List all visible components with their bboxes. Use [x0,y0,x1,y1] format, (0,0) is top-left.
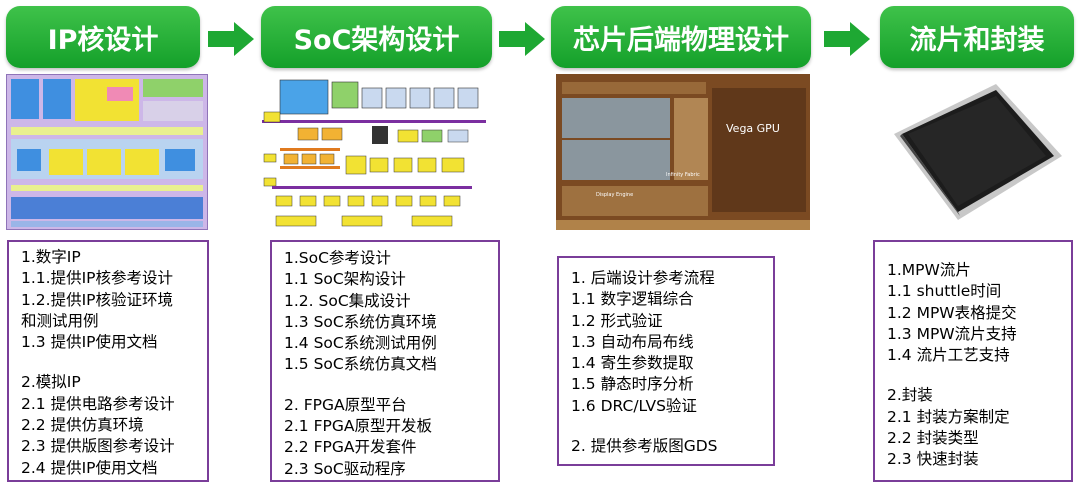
backend-design-details-box: 1. 后端设计参考流程 1.1 数字逻辑综合 1.2 形式验证 1.3 自动布局… [557,256,775,466]
list-item: 1.2 MPW表格提交 [887,303,1017,322]
tapeout-details-box: 1.MPW流片 1.1 shuttle时间 1.2 MPW表格提交 1.3 MP… [873,240,1073,482]
list-item: 1.5 SoC系统仿真文档 [284,355,437,374]
list-item: 2. 提供参考版图GDS [571,437,718,456]
list-item: 2.2 提供仿真环境 [21,416,144,435]
list-item: 1.2. SoC集成设计 [284,291,411,310]
list-item: 1.3 MPW流片支持 [887,324,1017,343]
list-item: 2.1 提供电路参考设计 [21,394,175,413]
list-item: 1.1 shuttle时间 [887,282,1002,301]
list-item: 2.1 FPGA原型开发板 [284,417,432,436]
die-shot-image: Vega GPU Display Engine Infinity Fabric [556,74,810,230]
list-item: 1.2 形式验证 [571,311,663,330]
list-item: 2.3 SoC驱动程序 [284,459,406,478]
stage-tapeout-packaging: 流片和封装 [880,6,1074,68]
list-item: 1.6 DRC/LVS验证 [571,396,697,415]
stage-title: 芯片后端物理设计 [573,24,789,56]
list-item: 2.4 提供IP使用文档 [21,458,158,477]
qfp-chip-image [874,74,1074,230]
soc-architecture-image [262,74,486,230]
ip-design-details-box: 1.数字IP 1.1.提供IP核参考设计 1.2.提供IP核验证环境 和测试用例… [7,240,209,482]
list-item: 1.3 SoC系统仿真环境 [284,312,437,331]
stage-soc-architecture: SoC架构设计 [261,6,492,68]
list-item: 2.2 FPGA开发套件 [284,438,417,457]
stage-title: 流片和封装 [909,24,1045,56]
stage-backend-physical: 芯片后端物理设计 [551,6,811,68]
list-item: 2.3 快速封装 [887,450,979,469]
list-item: 1.2.提供IP核验证环境 [21,290,173,309]
stage-title: SoC架构设计 [293,24,460,56]
list-item: 和测试用例 [21,311,99,330]
list-item: 1.4 SoC系统测试用例 [284,334,437,353]
die-label-fabric: Infinity Fabric [666,172,700,178]
soc-design-details-box: 1.SoC参考设计 1.1 SoC架构设计 1.2. SoC集成设计 1.3 S… [270,240,500,482]
list-item: 1.3 自动布局布线 [571,332,694,351]
list-item: 1.3 提供IP使用文档 [21,333,158,352]
list-item: 2.3 提供版图参考设计 [21,437,175,456]
ip-block-diagram-image [6,74,208,230]
list-item: 1.1 数字逻辑综合 [571,290,694,309]
list-item: 2.模拟IP [21,373,81,392]
list-item: 2.1 封装方案制定 [887,407,1010,426]
list-item: 1.SoC参考设计 [284,249,391,267]
list-item: 1.4 流片工艺支持 [887,346,1010,365]
list-item: 2.2 封装类型 [887,429,979,448]
right-arrow-icon [208,22,254,56]
stage-ip-design: IP核设计 [6,6,200,68]
list-item: 1.MPW流片 [887,261,971,279]
list-item: 1.5 静态时序分析 [571,375,694,394]
stage-title: IP核设计 [47,24,159,56]
right-arrow-icon [824,22,870,56]
list-item: 2. FPGA原型平台 [284,395,407,414]
list-item: 1.4 寄生参数提取 [571,354,694,373]
list-item: 1.1.提供IP核参考设计 [21,269,173,288]
list-item: 1. 后端设计参考流程 [571,269,715,287]
list-item: 1.数字IP [21,248,81,266]
list-item: 2.封装 [887,386,933,405]
die-label-display: Display Engine [596,192,634,198]
right-arrow-icon [499,22,545,56]
list-item: 1.1 SoC架构设计 [284,270,406,289]
die-label-gpu: Vega GPU [726,122,780,135]
